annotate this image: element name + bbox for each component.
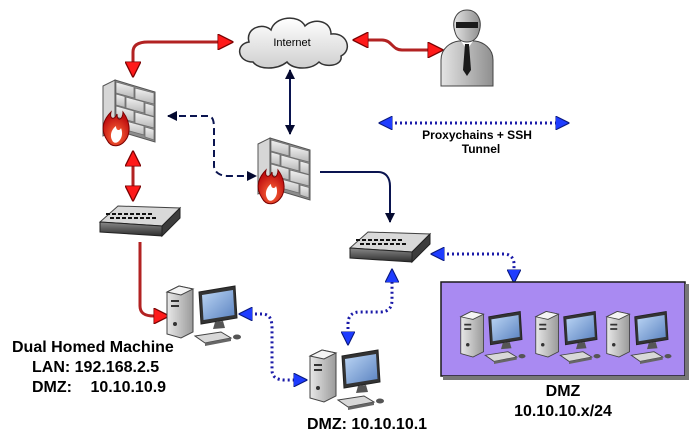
- switch-left-icon: [99, 205, 181, 237]
- tunnel-dual-homed-dmz-host: [240, 314, 306, 380]
- dual-homed-dmz-ip: 10.10.10.9: [90, 379, 167, 396]
- dmz-host-workstation-icon: [309, 349, 385, 411]
- legend-line-2: Tunnel: [461, 142, 501, 156]
- dual-homed-lan: LAN: 192.168.2.5: [32, 359, 160, 376]
- internet-cloud-icon: Internet: [238, 17, 349, 69]
- tunnel-dmz-host-switch-right: [348, 270, 392, 344]
- link-internet-attacker: [354, 40, 442, 50]
- dual-homed-dmz: DMZ: 10.10.10.9: [32, 378, 166, 398]
- dmz-zone-host-2-icon: [535, 311, 601, 365]
- dual-homed-workstation-icon: [166, 285, 242, 347]
- dual-homed-dmz-prefix: DMZ:: [32, 379, 72, 396]
- tunnel-switch-right-dmz-zone: [432, 254, 514, 282]
- link-firewall-center-switch-right: [320, 171, 395, 223]
- legend-line-1: Proxychains + SSH: [422, 128, 532, 142]
- link-firewall-left-firewall-center: [167, 111, 257, 181]
- firewall-center-icon: [257, 137, 311, 205]
- dmz-host-label: DMZ: 10.10.10.1: [307, 416, 428, 433]
- link-firewall-left-internet: [133, 42, 232, 76]
- legend-tunnel-label: Proxychains + SSH Tunnel: [412, 128, 542, 156]
- link-switch-left-dual-homed: [138, 242, 168, 316]
- connections: [133, 40, 568, 380]
- dmz-zone-subnet: 10.10.10.x/24: [514, 403, 612, 420]
- dmz-zone-host-1-icon: [460, 311, 526, 365]
- switch-right-icon: [349, 231, 431, 263]
- dmz-zone-shadow-side: [685, 284, 689, 380]
- internet-label: Internet: [273, 37, 310, 49]
- dual-homed-title: Dual Homed Machine: [12, 339, 174, 356]
- attacker-person-icon: [440, 9, 494, 87]
- dmz-zone-shadow: [443, 376, 687, 380]
- dmz-zone-title: DMZ: [545, 383, 581, 400]
- dmz-zone-host-3-icon: [606, 311, 672, 365]
- firewall-left-icon: [102, 79, 156, 147]
